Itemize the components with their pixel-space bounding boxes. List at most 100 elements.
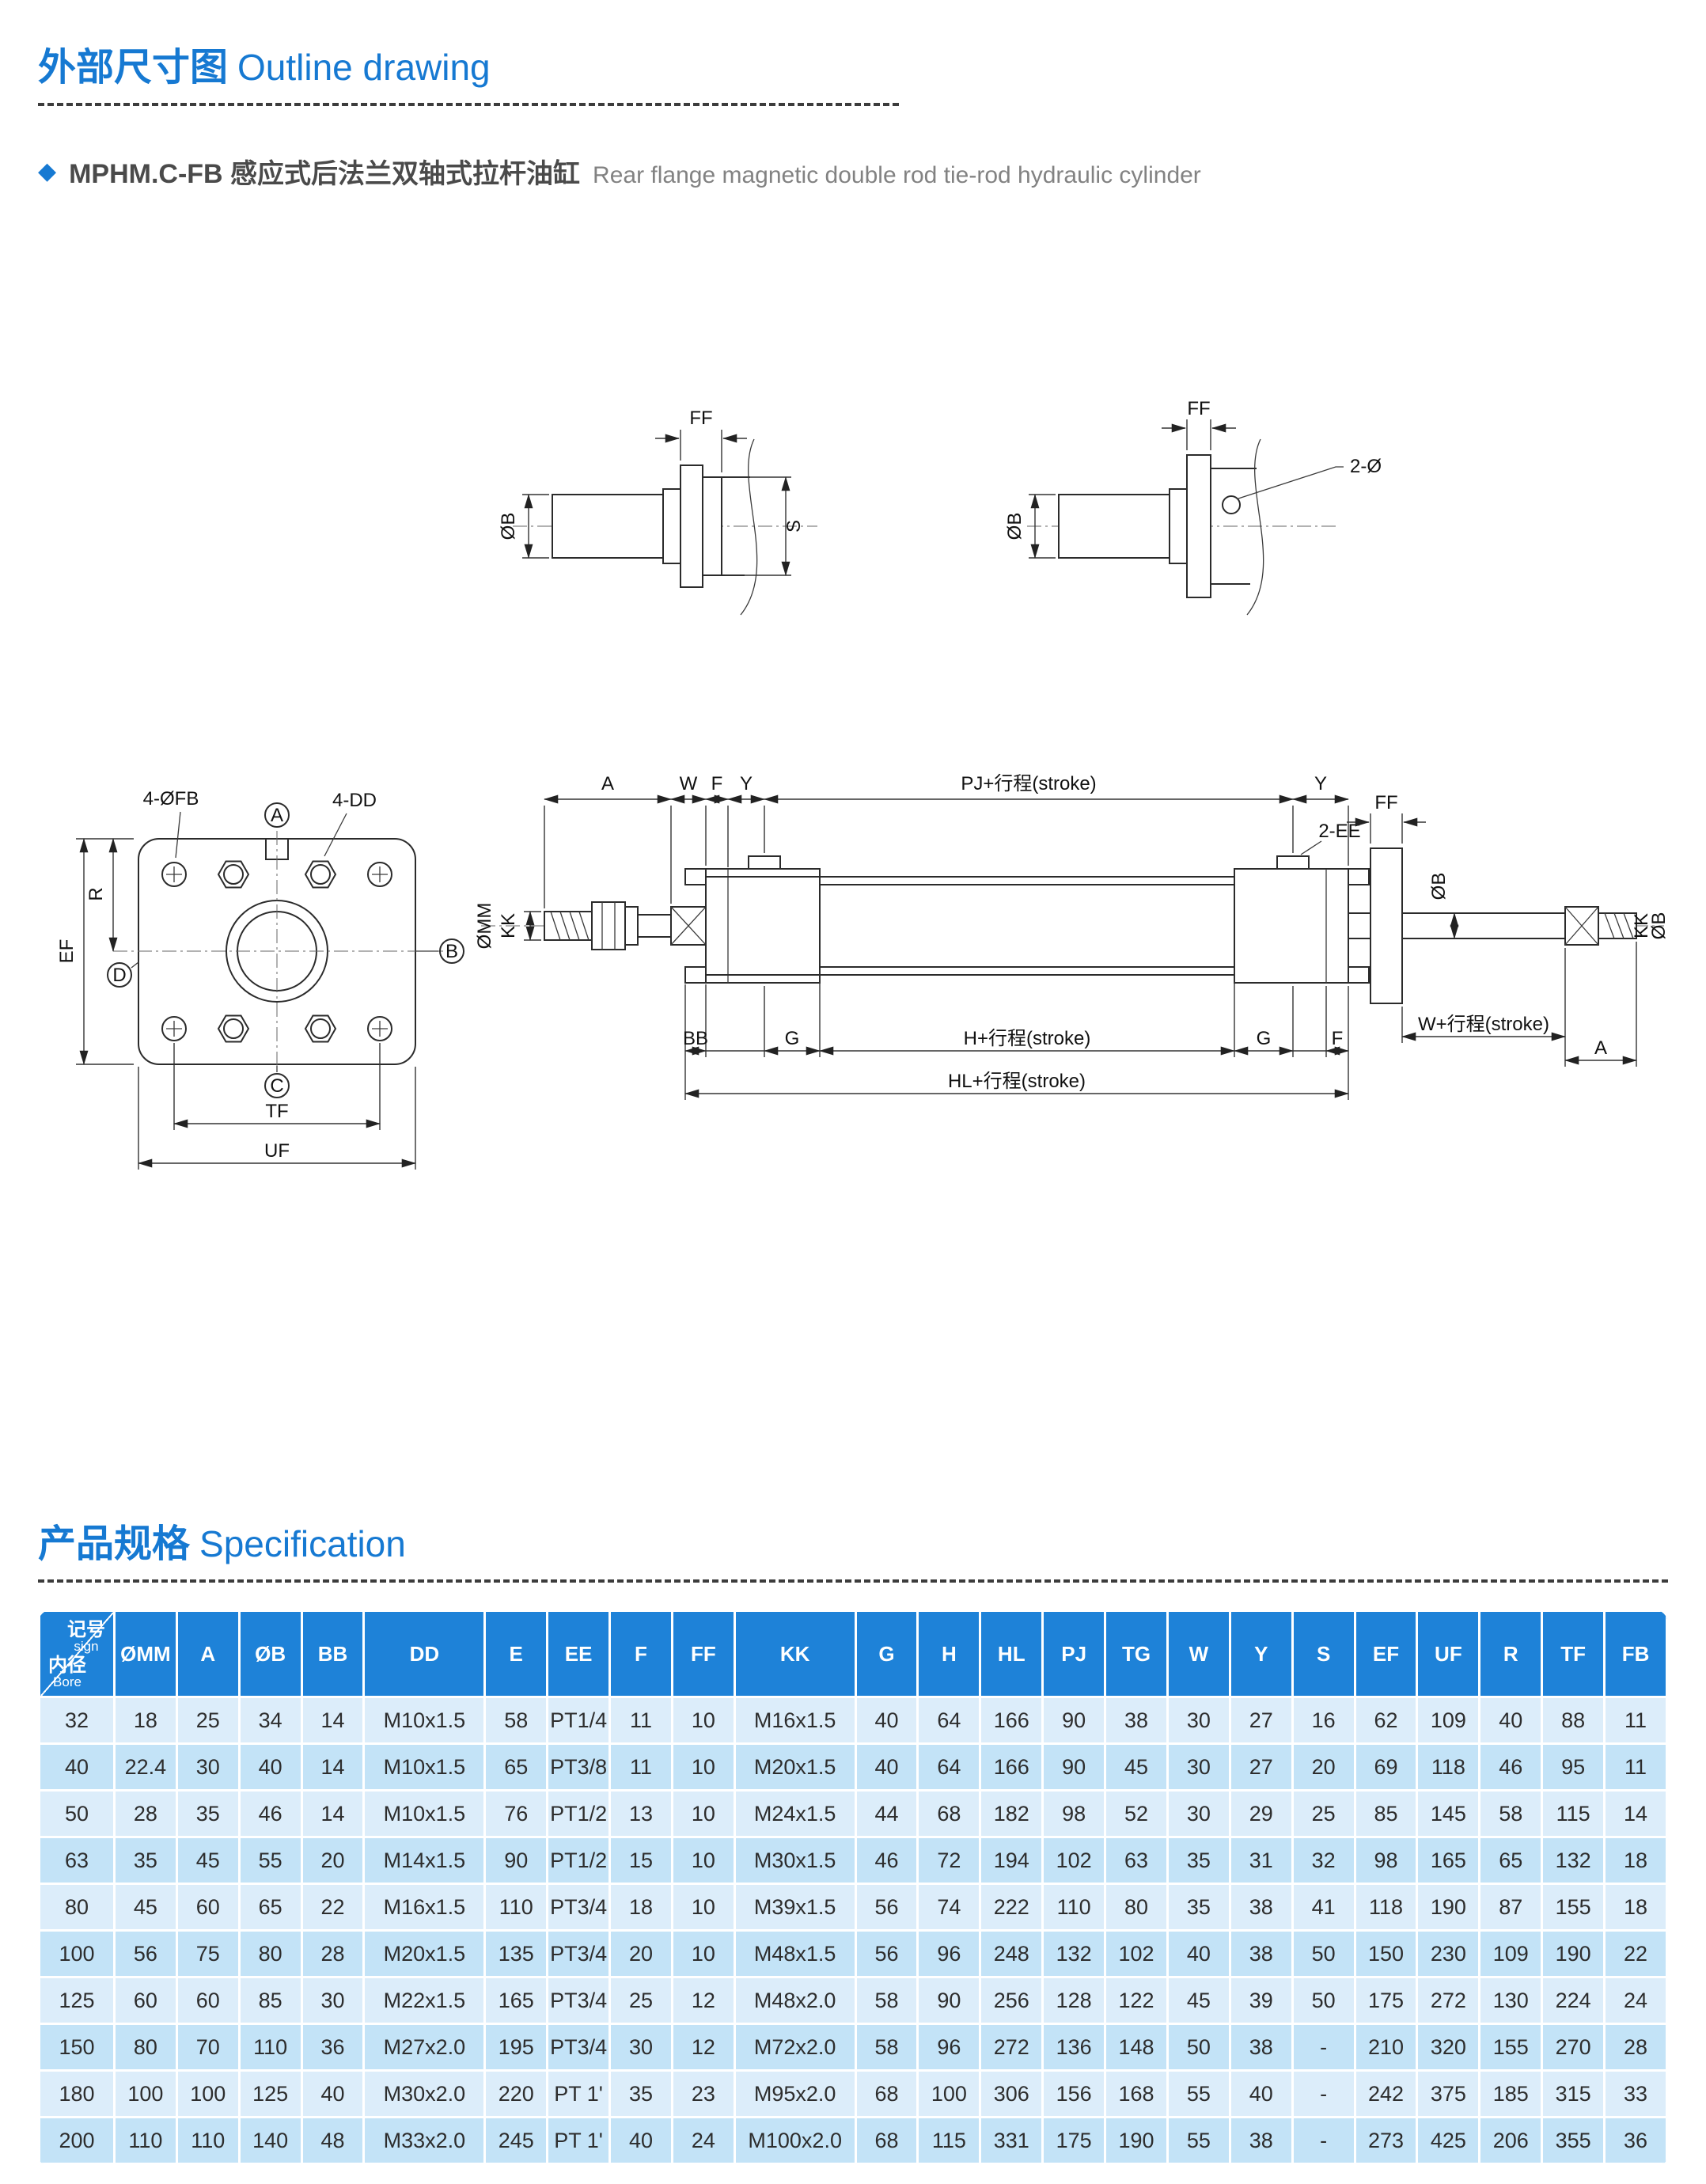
label-ef: EF — [56, 939, 78, 964]
bore-cell: 50 — [38, 1789, 116, 1838]
bore-cell: 125 — [38, 1976, 116, 2025]
table-cell: 132 — [1541, 1836, 1606, 1885]
table-cell: M10x1.5 — [362, 1696, 487, 1745]
dim-r: R — [85, 838, 118, 952]
table-cell: 34 — [237, 1696, 303, 1745]
bore-cell: 150 — [38, 2023, 116, 2072]
table-cell: PT3/4 — [546, 1976, 612, 2025]
table-cell: 12 — [670, 2023, 736, 2072]
table-cell: 22.4 — [112, 1742, 178, 1792]
table-cell: 55 — [1166, 2116, 1231, 2165]
column-header-19: UF — [1416, 1610, 1481, 1698]
tie-rod-end-nuts — [684, 868, 1370, 984]
table-cell: 195 — [483, 2023, 549, 2072]
table-cell: 23 — [670, 2069, 736, 2118]
column-header-11: H — [916, 1610, 982, 1698]
table-cell: 110 — [237, 2023, 303, 2072]
table-cell: 28 — [112, 1789, 178, 1838]
column-header-2: ØB — [237, 1610, 303, 1698]
table-cell: 118 — [1416, 1742, 1481, 1792]
label-s: S — [783, 520, 805, 533]
table-cell: 166 — [979, 1742, 1044, 1792]
table-cell: 88 — [1541, 1696, 1606, 1745]
rod-end-view-right: 2-Ø FF ØB — [1004, 398, 1382, 616]
column-header-20: R — [1478, 1610, 1544, 1698]
table-cell: 58 — [854, 2023, 919, 2072]
table-cell: 70 — [175, 2023, 241, 2072]
table-cell: 110 — [1041, 1883, 1107, 1932]
column-header-6: EE — [546, 1610, 612, 1698]
table-cell: 122 — [1104, 1976, 1169, 2025]
table-cell: 50 — [1291, 1976, 1356, 2025]
table-cell: 38 — [1228, 2116, 1294, 2165]
column-header-12: HL — [979, 1610, 1044, 1698]
table-cell: PT3/4 — [546, 1883, 612, 1932]
table-cell: 46 — [237, 1789, 303, 1838]
column-header-9: KK — [733, 1610, 857, 1698]
table-cell: 136 — [1041, 2023, 1107, 2072]
view-marker-d: D — [107, 961, 139, 988]
column-header-0: ØMM — [112, 1610, 178, 1698]
table-cell: 44 — [854, 1789, 919, 1838]
column-header-15: W — [1166, 1610, 1231, 1698]
table-cell: 100 — [112, 2069, 178, 2118]
column-header-3: BB — [300, 1610, 366, 1698]
table-cell: 145 — [1416, 1789, 1481, 1838]
table-cell: 194 — [979, 1836, 1044, 1885]
table-cell: 16 — [1291, 1696, 1356, 1745]
table-cell: 355 — [1541, 2116, 1606, 2165]
table-cell: 130 — [1478, 1976, 1544, 2025]
table-cell: 128 — [1041, 1976, 1107, 2025]
table-cell: 245 — [483, 2116, 549, 2165]
table-cell: 110 — [175, 2116, 241, 2165]
label-tf: TF — [265, 1101, 288, 1122]
table-cell: 68 — [854, 2116, 919, 2165]
table-cell: PT3/8 — [546, 1742, 612, 1792]
table-cell: 20 — [608, 1929, 673, 1978]
table-cell: 36 — [300, 2023, 366, 2072]
table-cell: M39x1.5 — [733, 1883, 857, 1932]
table-cell: 35 — [112, 1836, 178, 1885]
dim-ef: EF — [56, 838, 134, 1065]
table-cell: 64 — [916, 1742, 982, 1792]
table-cell: PT1/2 — [546, 1789, 612, 1838]
table-cell: 58 — [854, 1976, 919, 2025]
label-ob-rear: ØB — [1428, 873, 1450, 901]
table-cell: M30x1.5 — [733, 1836, 857, 1885]
label-ob: ØB — [1004, 513, 1025, 540]
table-cell: 69 — [1353, 1742, 1419, 1792]
rod-thread-left — [544, 911, 593, 941]
label-2-ee: 2-EE — [1318, 821, 1360, 842]
section-title-outline-zh: 外部尺寸图 — [38, 47, 229, 89]
table-cell: 68 — [916, 1789, 982, 1838]
table-cell: 40 — [1228, 2069, 1294, 2118]
table-cell: 185 — [1478, 2069, 1544, 2118]
table-cell: 155 — [1478, 2023, 1544, 2072]
table-cell: 109 — [1478, 1929, 1544, 1978]
bore-cell: 180 — [38, 2069, 116, 2118]
table-cell: 14 — [1603, 1789, 1668, 1838]
table-cell: M100x2.0 — [733, 2116, 857, 2165]
break-line — [740, 438, 758, 616]
table-cell: 190 — [1416, 1883, 1481, 1932]
table-cell: 60 — [112, 1976, 178, 2025]
label-view-a: A — [271, 805, 283, 826]
table-cell: 90 — [483, 1836, 549, 1885]
table-cell: 224 — [1541, 1976, 1606, 2025]
table-cell: 31 — [1228, 1836, 1294, 1885]
label-view-b: B — [445, 941, 458, 962]
rod-shaft-left — [637, 914, 672, 938]
table-cell: M48x1.5 — [733, 1929, 857, 1978]
table-cell: 10 — [670, 1696, 736, 1745]
table-cell: 40 — [300, 2069, 366, 2118]
table-cell: M14x1.5 — [362, 1836, 487, 1885]
dashed-rule — [38, 1579, 1668, 1583]
table-cell: 182 — [979, 1789, 1044, 1838]
table-cell: 140 — [237, 2116, 303, 2165]
label-4-dd: 4-DD — [332, 790, 377, 811]
